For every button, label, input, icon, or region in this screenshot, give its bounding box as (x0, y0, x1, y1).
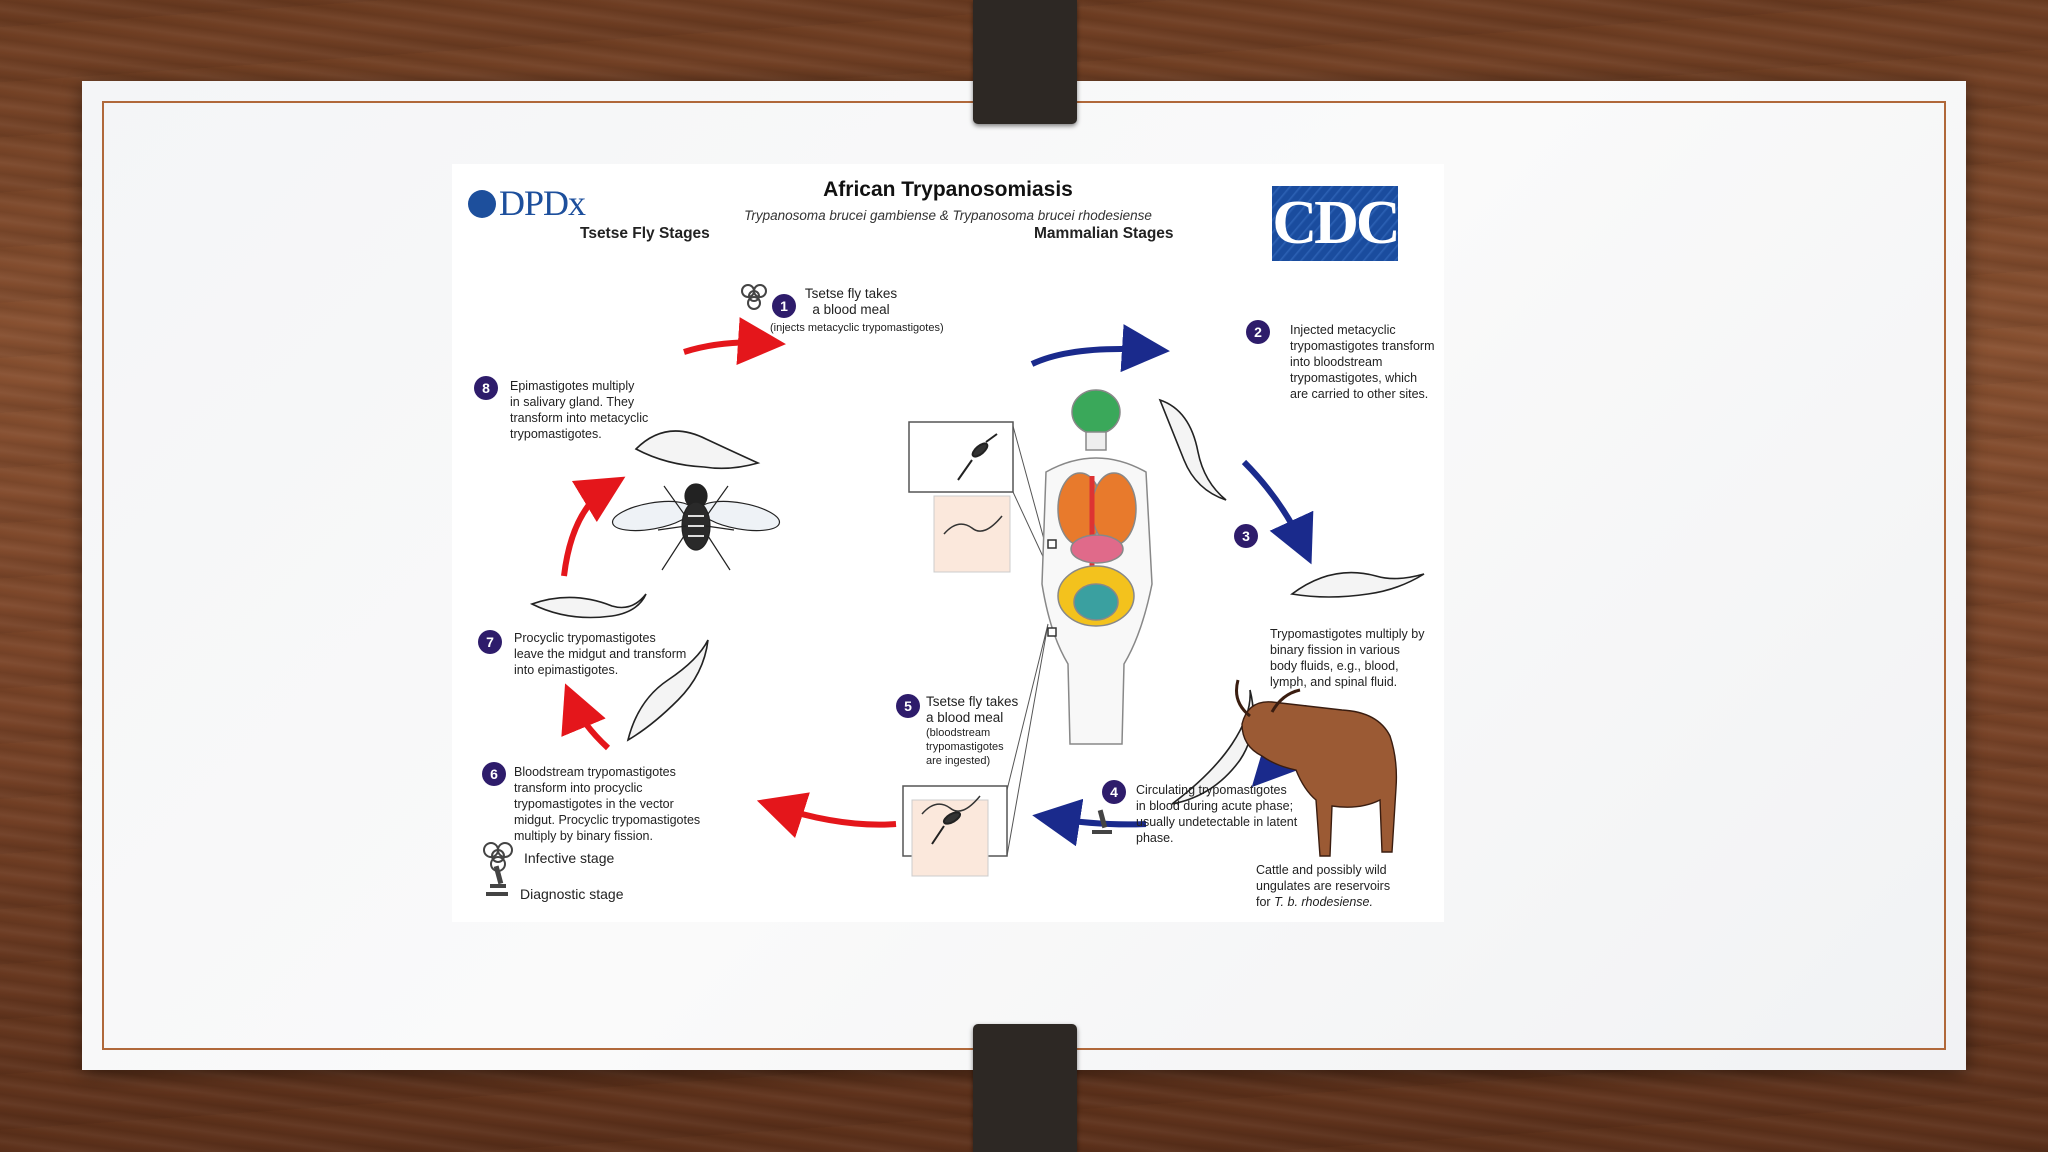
reservoir-line: ungulates are reservoirs (1256, 879, 1391, 893)
binder-clip-bottom (973, 1024, 1077, 1152)
step-5-text: Tsetse fly takes a blood meal (926, 694, 1036, 726)
microscope-icon-step4 (1092, 809, 1112, 834)
arrow-4-to-5 (1032, 798, 1147, 847)
step-4-line: usually undetectable in latent (1136, 815, 1298, 829)
biohazard-icon-step1 (741, 284, 767, 310)
step-6-line: trypomastigotes in the vector (514, 797, 674, 811)
dpdx-logo-text: DPDx (499, 183, 586, 223)
step-6-text: Bloodstream trypomastigotes transform in… (514, 764, 724, 844)
step-4-text: Circulating trypomastigotes in blood dur… (1136, 782, 1326, 846)
figure-subtitle: Trypanosoma brucei gambiense & Trypanoso… (744, 208, 1152, 223)
cattle-illustration (1235, 679, 1398, 857)
step-5-line: are ingested) (926, 755, 991, 767)
step-2-line: Injected metacyclic (1290, 323, 1396, 337)
step-3-line: body fluids, e.g., blood, (1270, 659, 1399, 673)
human-body (1041, 389, 1153, 745)
step-1-note: (injects metacyclic trypomastigotes) (770, 322, 944, 334)
step-6-badge: 6 (482, 762, 506, 786)
arrow-5-to-6 (756, 792, 897, 839)
step-8-text: Epimastigotes multiply in salivary gland… (510, 378, 670, 442)
left-heading: Tsetse Fly Stages (580, 225, 710, 242)
figure-title: African Trypanosomiasis (823, 178, 1073, 201)
step-5-line: a blood meal (926, 710, 1004, 725)
step-3-line: lymph, and spinal fluid. (1270, 675, 1398, 689)
step-7-line: leave the midgut and transform (514, 647, 687, 661)
tsetse-fly (611, 483, 781, 571)
step-2-text: Injected metacyclic trypomastigotes tran… (1290, 322, 1460, 402)
arrow-1-to-2 (1030, 324, 1170, 373)
step-3-text: Trypomastigotes multiply by binary fissi… (1270, 626, 1450, 690)
step-8-line: trypomastigotes. (510, 427, 602, 441)
step-6-line: multiply by binary fission. (514, 829, 653, 843)
step-7-line: into epimastigotes. (514, 663, 619, 677)
step-7-text: Procyclic trypomastigotes leave the midg… (514, 630, 714, 678)
dpdx-icon (468, 190, 496, 218)
cdc-logo: CDC (1272, 186, 1401, 261)
step-8-line: in salivary gland. They (510, 395, 635, 409)
step-1-badge: 1 (772, 294, 796, 318)
step-4-line: Circulating trypomastigotes (1136, 783, 1287, 797)
step-7-line: Procyclic trypomastigotes (514, 631, 656, 645)
life-cycle-figure: DPDx CDC African Trypanosomiasis Trypano… (452, 164, 1444, 922)
step-1-text: Tsetse fly takes a blood meal (762, 286, 912, 318)
legend-infective-label: Infective stage (524, 850, 615, 866)
step-2-line: trypomastigotes, which (1290, 371, 1418, 385)
step-5-line: trypomastigotes (926, 741, 1004, 753)
step-1-line: a blood meal (812, 302, 890, 317)
step-4-line: phase. (1136, 831, 1174, 845)
step-6-line: transform into procyclic (514, 781, 643, 795)
reservoir-note: Cattle and possibly wild ungulates are r… (1256, 862, 1426, 910)
step-5-note: (bloodstream trypomastigotes are ingeste… (926, 726, 1036, 768)
step-6-line: midgut. Procyclic trypomastigotes (514, 813, 701, 827)
parasite-drawings (529, 398, 1425, 805)
reservoir-species: T. b. rhodesiense. (1274, 895, 1373, 909)
legend-diagnostic-label: Diagnostic stage (520, 886, 624, 902)
diagram-art (483, 284, 1425, 896)
step-8-line: Epimastigotes multiply (510, 379, 635, 393)
step-5-line: Tsetse fly takes (926, 694, 1019, 709)
cdc-logo-text: CDC (1272, 189, 1400, 257)
step-4-line: in blood during acute phase; (1136, 799, 1294, 813)
step-2-line: into bloodstream (1290, 355, 1383, 369)
step-2-badge: 2 (1246, 320, 1270, 344)
step-5-badge: 5 (896, 694, 920, 718)
reservoir-line-last: for T. b. rhodesiense. (1256, 894, 1426, 910)
right-heading: Mammalian Stages (1034, 225, 1174, 242)
step-3-badge: 3 (1234, 524, 1258, 548)
arrow-8-to-1 (683, 317, 786, 366)
step-2-line: are carried to other sites. (1290, 387, 1429, 401)
arrow-7-to-8 (561, 476, 626, 577)
binder-clip-top (973, 0, 1077, 124)
step-8-badge: 8 (474, 376, 498, 400)
dpdx-logo: DPDx (468, 182, 586, 224)
step-4-badge: 4 (1102, 780, 1126, 804)
step-3-line: Trypomastigotes multiply by (1270, 627, 1425, 641)
step-2-line: trypomastigotes transform (1290, 339, 1435, 353)
step-8-line: transform into metacyclic (510, 411, 649, 425)
step-1-line: Tsetse fly takes (804, 286, 898, 301)
reservoir-line: Cattle and possibly wild (1256, 863, 1387, 877)
arrow-2-to-3 (1241, 459, 1314, 565)
step-3-line: binary fission in various (1270, 643, 1400, 657)
reservoir-prefix: for (1256, 895, 1275, 909)
step-6-line: Bloodstream trypomastigotes (514, 765, 676, 779)
step-5-line: (bloodstream (926, 727, 991, 739)
step-7-badge: 7 (478, 630, 502, 654)
arrow-6-to-7 (561, 683, 611, 751)
microscope-icon (486, 865, 508, 896)
